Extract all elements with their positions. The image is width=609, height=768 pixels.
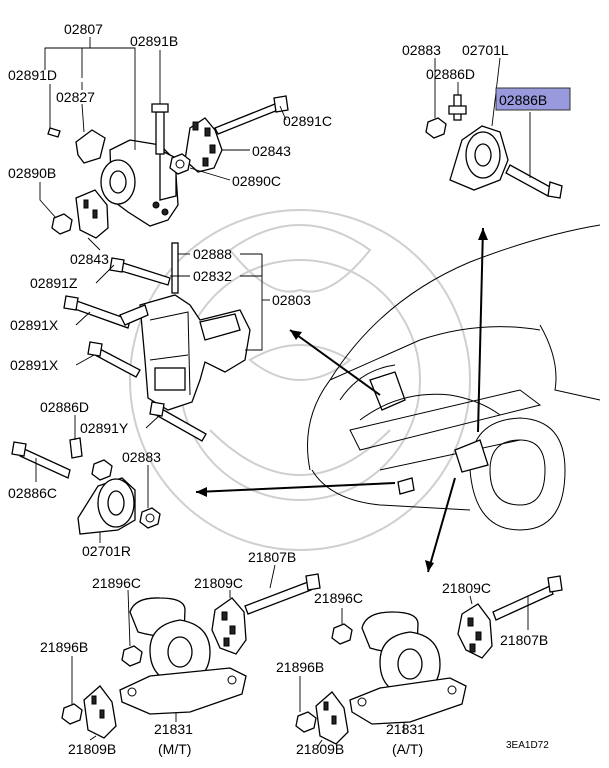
label-02891b[interactable]: 02891B (130, 33, 178, 49)
label-02701r[interactable]: 02701R (82, 543, 131, 559)
label-02886d-right[interactable]: 02886D (426, 66, 475, 82)
label-02843-mid[interactable]: 02843 (70, 251, 109, 267)
label-02843-top[interactable]: 02843 (252, 143, 291, 159)
label-02888[interactable]: 02888 (193, 246, 232, 262)
label-21807b-left[interactable]: 21807B (248, 549, 296, 565)
left-engine-mount (11, 437, 161, 535)
label-02891d[interactable]: 02891D (8, 67, 57, 83)
label-02890c[interactable]: 02890C (232, 173, 281, 189)
label-02891y[interactable]: 02891Y (80, 420, 129, 436)
label-02701l[interactable]: 02701L (462, 42, 509, 58)
label-02827[interactable]: 02827 (56, 89, 95, 105)
center-bracket-assembly (63, 242, 251, 442)
label-21896b-left[interactable]: 21896B (40, 639, 88, 655)
right-engine-mount (425, 94, 563, 199)
leader-lines (35, 37, 531, 747)
diagram-code: 3EA1D72 (506, 740, 549, 751)
label-02803[interactable]: 02803 (272, 292, 311, 308)
label-02891x-b[interactable]: 02891X (10, 357, 59, 373)
label-02886d-left[interactable]: 02886D (40, 399, 89, 415)
label-02832[interactable]: 02832 (193, 268, 232, 284)
label-02883-left[interactable]: 02883 (122, 449, 161, 465)
label-21896c-left[interactable]: 21896C (92, 575, 141, 591)
watermark-emblem (129, 209, 471, 551)
label-21809c-right[interactable]: 21809C (442, 580, 491, 596)
label-02807[interactable]: 02807 (64, 21, 103, 37)
at-transmission-mount (295, 575, 563, 745)
label-02886b[interactable]: 02886B (499, 92, 547, 108)
upper-mount-assembly (47, 95, 289, 239)
label-21809b-left[interactable]: 21809B (68, 741, 116, 757)
label-at: (A/T) (392, 741, 423, 757)
direction-arrows (195, 227, 488, 573)
label-02886c[interactable]: 02886C (8, 485, 57, 501)
label-21831-right[interactable]: 21831 (386, 721, 425, 737)
label-02883-right[interactable]: 02883 (402, 42, 441, 58)
label-21807b-right[interactable]: 21807B (500, 632, 548, 648)
label-02891c[interactable]: 02891C (283, 113, 332, 129)
label-21896c-right[interactable]: 21896C (314, 590, 363, 606)
label-21809c-left[interactable]: 21809C (194, 575, 243, 591)
label-21809b-right[interactable]: 21809B (296, 741, 344, 757)
label-21896b-right[interactable]: 21896B (276, 659, 324, 675)
label-02890b[interactable]: 02890B (8, 165, 56, 181)
part-labels: 02807 02891B 02891D 02827 02891C 02843 0… (8, 21, 549, 757)
label-21831-left[interactable]: 21831 (154, 721, 193, 737)
label-02891z[interactable]: 02891Z (30, 275, 78, 291)
highlight-box (495, 87, 571, 111)
label-02891x-a[interactable]: 02891X (10, 317, 59, 333)
label-mt: (M/T) (158, 741, 191, 757)
mt-transmission-mount (61, 573, 321, 739)
